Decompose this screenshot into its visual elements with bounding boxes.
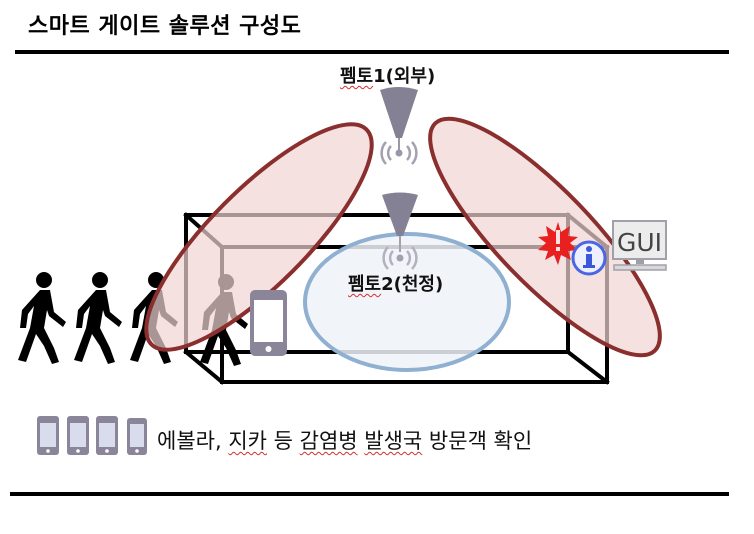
femto2-label: 펨토2(천정) [348,270,443,296]
smartphone-icon [96,416,118,455]
femto1-label-prefix: 펨토 [340,66,374,87]
femto2-beacon-icon [382,192,418,270]
bottom-divider [10,492,729,496]
femto2-label-suffix: 2(천정) [381,274,444,295]
caption-part: 지카 [228,429,267,453]
external-coverage-area-left [144,122,374,352]
smartphone-icon [250,290,287,356]
alert-burst-icon [538,222,578,265]
caption-part: 등 [266,429,300,453]
caption-part: 발생국 [364,429,423,453]
ceiling-coverage-area [303,232,511,372]
caption-part: 감염병 [299,429,358,453]
gui-label: GUI [617,228,662,257]
femto1-beacon-icon [380,87,418,165]
caption-part: 에볼라, [157,429,229,453]
femto1-label: 펨토1(외부) [340,62,435,88]
caption: 에볼라, 지카 등 감염병 발생국 방문객 확인 [157,425,532,455]
smartphone-icon [37,416,59,455]
femto2-label-prefix: 펨토 [348,274,382,295]
smartphone-icon [127,418,147,455]
page-title: 스마트 게이트 솔루션 구성도 [28,14,302,39]
phone-row [37,416,147,455]
caption-part: 방문객 확인 [422,429,533,453]
top-divider [15,50,729,54]
gui-monitor-icon [612,220,667,271]
smartphone-icon [67,416,89,455]
info-icon [571,240,607,276]
femto1-label-suffix: 1(외부) [373,66,436,87]
